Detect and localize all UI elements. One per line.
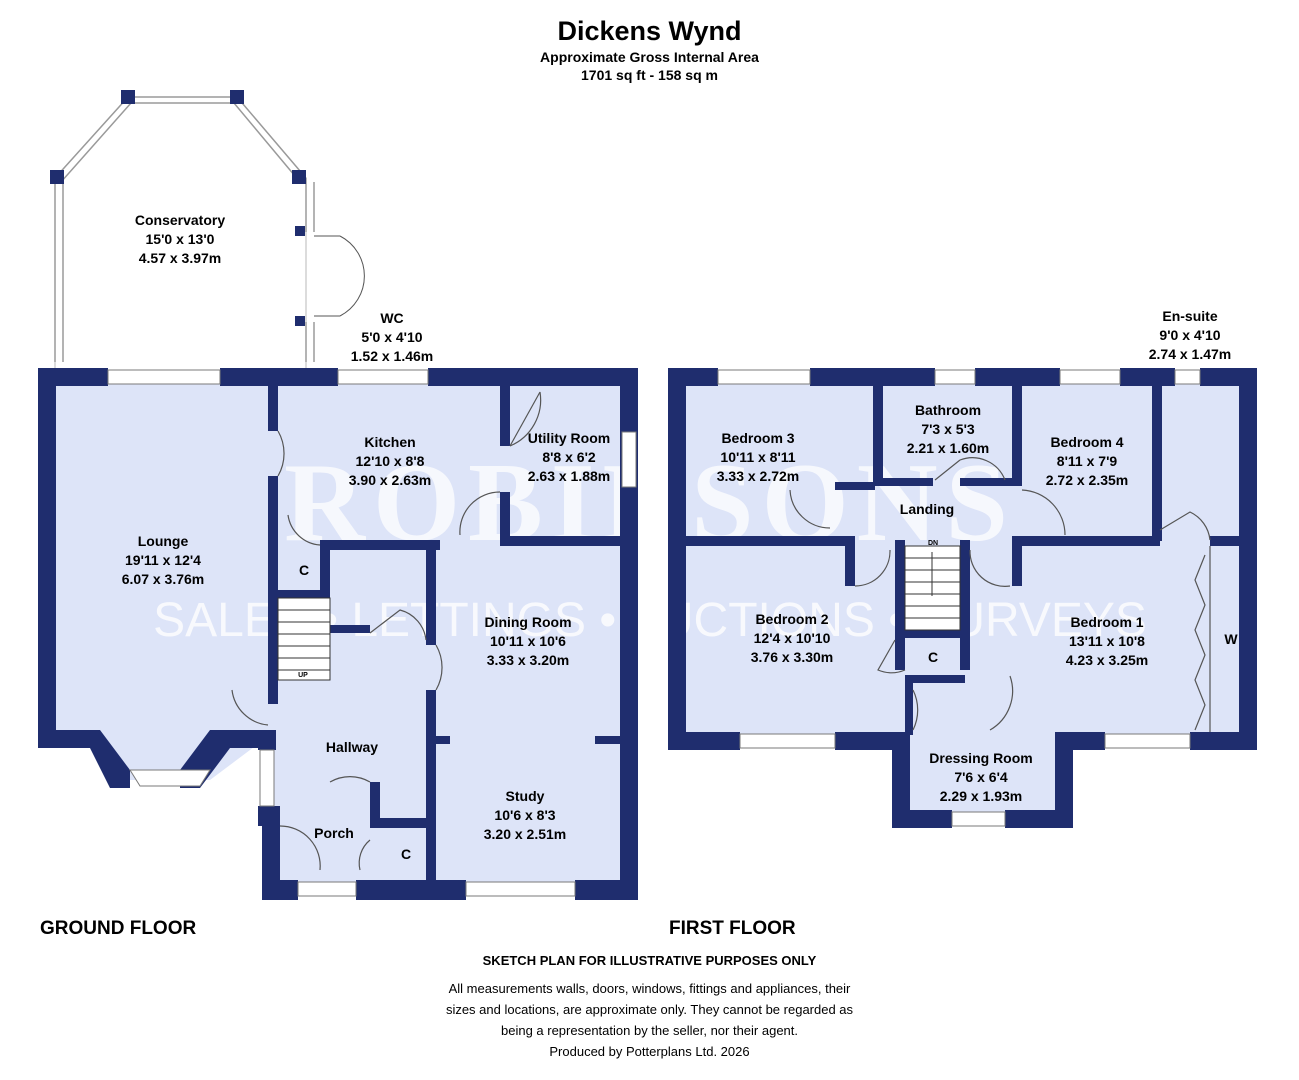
area-value: 1701 sq ft - 158 sq m [581, 67, 718, 83]
bedroom3-imperial: 10'11 x 8'11 [720, 449, 795, 465]
ensuite-name: En-suite [1162, 308, 1217, 324]
area-caption: Approximate Gross Internal Area [540, 49, 759, 65]
lounge-name: Lounge [138, 533, 189, 549]
bedroom2-imperial: 12'4 x 10'10 [754, 630, 831, 646]
ground-floor-windows [107, 369, 637, 897]
ensuite-metric: 2.74 x 1.47m [1149, 346, 1232, 362]
wc-metric: 1.52 x 1.46m [351, 348, 434, 364]
dressing-imperial: 7'6 x 6'4 [954, 769, 1008, 785]
ground-floor-plan [45, 96, 635, 890]
dressing-metric: 2.29 x 1.93m [940, 788, 1023, 804]
conservatory-door-arc [314, 235, 365, 317]
wardrobe-label: W [1224, 631, 1238, 647]
disclaimer-title: SKETCH PLAN FOR ILLUSTRATIVE PURPOSES ON… [482, 953, 817, 968]
study-imperial: 10'6 x 8'3 [494, 807, 555, 823]
first-floor-walls [668, 368, 1257, 828]
ground-cupboard-lower: C [401, 846, 411, 862]
study-name: Study [506, 788, 545, 804]
conservatory-imperial: 15'0 x 13'0 [146, 231, 215, 247]
dining-imperial: 10'11 x 10'6 [490, 633, 566, 649]
title-block: Dickens Wynd Approximate Gross Internal … [0, 14, 1299, 84]
first-floor-doors [789, 457, 1211, 731]
produced-by: Produced by Potterplans Ltd. 2026 [549, 1044, 750, 1059]
conservatory-name: Conservatory [135, 212, 225, 228]
ground-stairs-label: UP [298, 672, 308, 679]
page-title: Dickens Wynd [557, 16, 742, 46]
disclaimer-line: being a representation by the seller, no… [500, 1023, 799, 1038]
kitchen-metric: 3.90 x 2.63m [349, 472, 432, 488]
conservatory-metric: 4.57 x 3.97m [139, 250, 222, 266]
first-stairs [904, 545, 961, 631]
conservatory-windows [54, 96, 315, 362]
bathroom-name: Bathroom [915, 402, 981, 418]
kitchen-name: Kitchen [364, 434, 415, 450]
first-room-labels: En-suite 9'0 x 4'10 2.74 x 1.47m Bedroom… [717, 308, 1239, 804]
disclaimer: All measurements walls, doors, windows, … [0, 978, 1299, 1041]
kitchen-imperial: 12'10 x 8'8 [356, 453, 425, 469]
disclaimer-line: sizes and locations, are approximate onl… [445, 1002, 854, 1017]
ground-stairs [277, 597, 331, 681]
bedroom1-name: Bedroom 1 [1070, 614, 1143, 630]
lounge-imperial: 19'11 x 12'4 [125, 552, 201, 568]
hallway-name: Hallway [326, 739, 378, 755]
study-area [430, 705, 630, 890]
ground-cupboard-upper: C [299, 562, 309, 578]
hall-area [270, 705, 430, 890]
landing-name: Landing [900, 501, 954, 517]
bedroom4-name: Bedroom 4 [1050, 434, 1123, 450]
bedroom1-imperial: 13'11 x 10'8 [1069, 633, 1145, 649]
bedroom4-metric: 2.72 x 2.35m [1046, 472, 1129, 488]
wc-name: WC [380, 310, 403, 326]
wc-imperial: 5'0 x 4'10 [361, 329, 422, 345]
porch-name: Porch [314, 825, 354, 841]
bedroom2-name: Bedroom 2 [755, 611, 828, 627]
utility-metric: 2.63 x 1.88m [528, 468, 611, 484]
first-floor-windows [717, 369, 1201, 827]
utility-imperial: 8'8 x 6'2 [542, 449, 596, 465]
ensuite-imperial: 9'0 x 4'10 [1159, 327, 1220, 343]
disclaimer-line: All measurements walls, doors, windows, … [448, 981, 851, 996]
bedroom2-metric: 3.76 x 3.30m [751, 649, 834, 665]
bathroom-metric: 2.21 x 1.60m [907, 440, 990, 456]
utility-name: Utility Room [528, 430, 610, 446]
bedroom3-name: Bedroom 3 [721, 430, 794, 446]
ground-floor-doors [231, 391, 542, 871]
ground-room-labels: Conservatory 15'0 x 13'0 4.57 x 3.97m WC… [122, 212, 611, 862]
dining-metric: 3.33 x 3.20m [487, 652, 570, 668]
wardrobe [1194, 546, 1211, 732]
first-cupboard: C [928, 649, 938, 665]
first-floor-label: FIRST FLOOR [669, 918, 796, 939]
bathroom-imperial: 7'3 x 5'3 [921, 421, 975, 437]
bedroom4-imperial: 8'11 x 7'9 [1057, 453, 1118, 469]
ground-floor-label: GROUND FLOOR [40, 918, 197, 939]
lounge-metric: 6.07 x 3.76m [122, 571, 205, 587]
dining-name: Dining Room [484, 614, 571, 630]
bedroom1-metric: 4.23 x 3.25m [1066, 652, 1149, 668]
dressing-name: Dressing Room [929, 750, 1032, 766]
conservatory-posts [50, 90, 306, 326]
bedroom3-metric: 3.33 x 2.72m [717, 468, 800, 484]
first-stairs-label: DN [928, 540, 938, 547]
study-metric: 3.20 x 2.51m [484, 826, 567, 842]
